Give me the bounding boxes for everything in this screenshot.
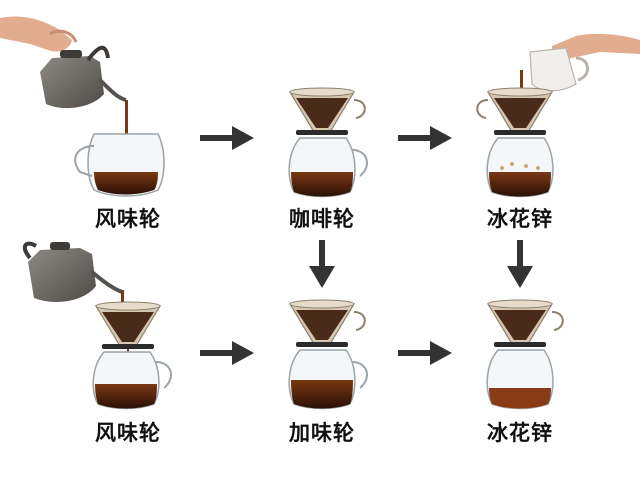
- step-5-illustration: [288, 299, 368, 410]
- step-4-label: 风味轮: [95, 421, 161, 445]
- hand-icon: [551, 33, 640, 60]
- dripper-icon: [486, 299, 564, 347]
- pitcher-icon: [529, 47, 589, 92]
- step-2-illustration: [288, 87, 368, 198]
- step-4-illustration: [22, 241, 172, 410]
- step-6-illustration: [486, 299, 564, 410]
- carafe-icon: [486, 137, 554, 198]
- carafe-icon: [74, 133, 165, 197]
- dripper-icon: [476, 87, 554, 135]
- carafe-icon: [288, 137, 368, 198]
- arrow-right-icon: [398, 341, 452, 365]
- step-3-label: 冰花锌: [487, 207, 553, 231]
- step-6-label: 冰花锌: [487, 421, 553, 445]
- step-5-label: 加味轮: [289, 421, 355, 445]
- arrow-down-icon: [309, 240, 335, 288]
- step-1-illustration: [0, 16, 165, 197]
- dripper-icon: [288, 87, 366, 135]
- arrow-right-icon: [200, 126, 254, 150]
- arrow-right-icon: [200, 341, 254, 365]
- step-2-label: 咖啡轮: [289, 207, 355, 231]
- dripper-icon: [94, 301, 162, 349]
- carafe-icon: [486, 349, 554, 410]
- carafe-icon: [92, 351, 172, 410]
- carafe-icon: [288, 349, 368, 410]
- arrow-down-icon: [507, 240, 533, 288]
- kettle-icon: [40, 45, 127, 109]
- dripper-icon: [288, 299, 366, 347]
- step-1-label: 风味轮: [95, 207, 161, 231]
- step-3-illustration: [476, 33, 640, 198]
- hand-icon: [0, 16, 78, 52]
- arrow-right-icon: [398, 126, 452, 150]
- kettle-icon: [22, 241, 123, 302]
